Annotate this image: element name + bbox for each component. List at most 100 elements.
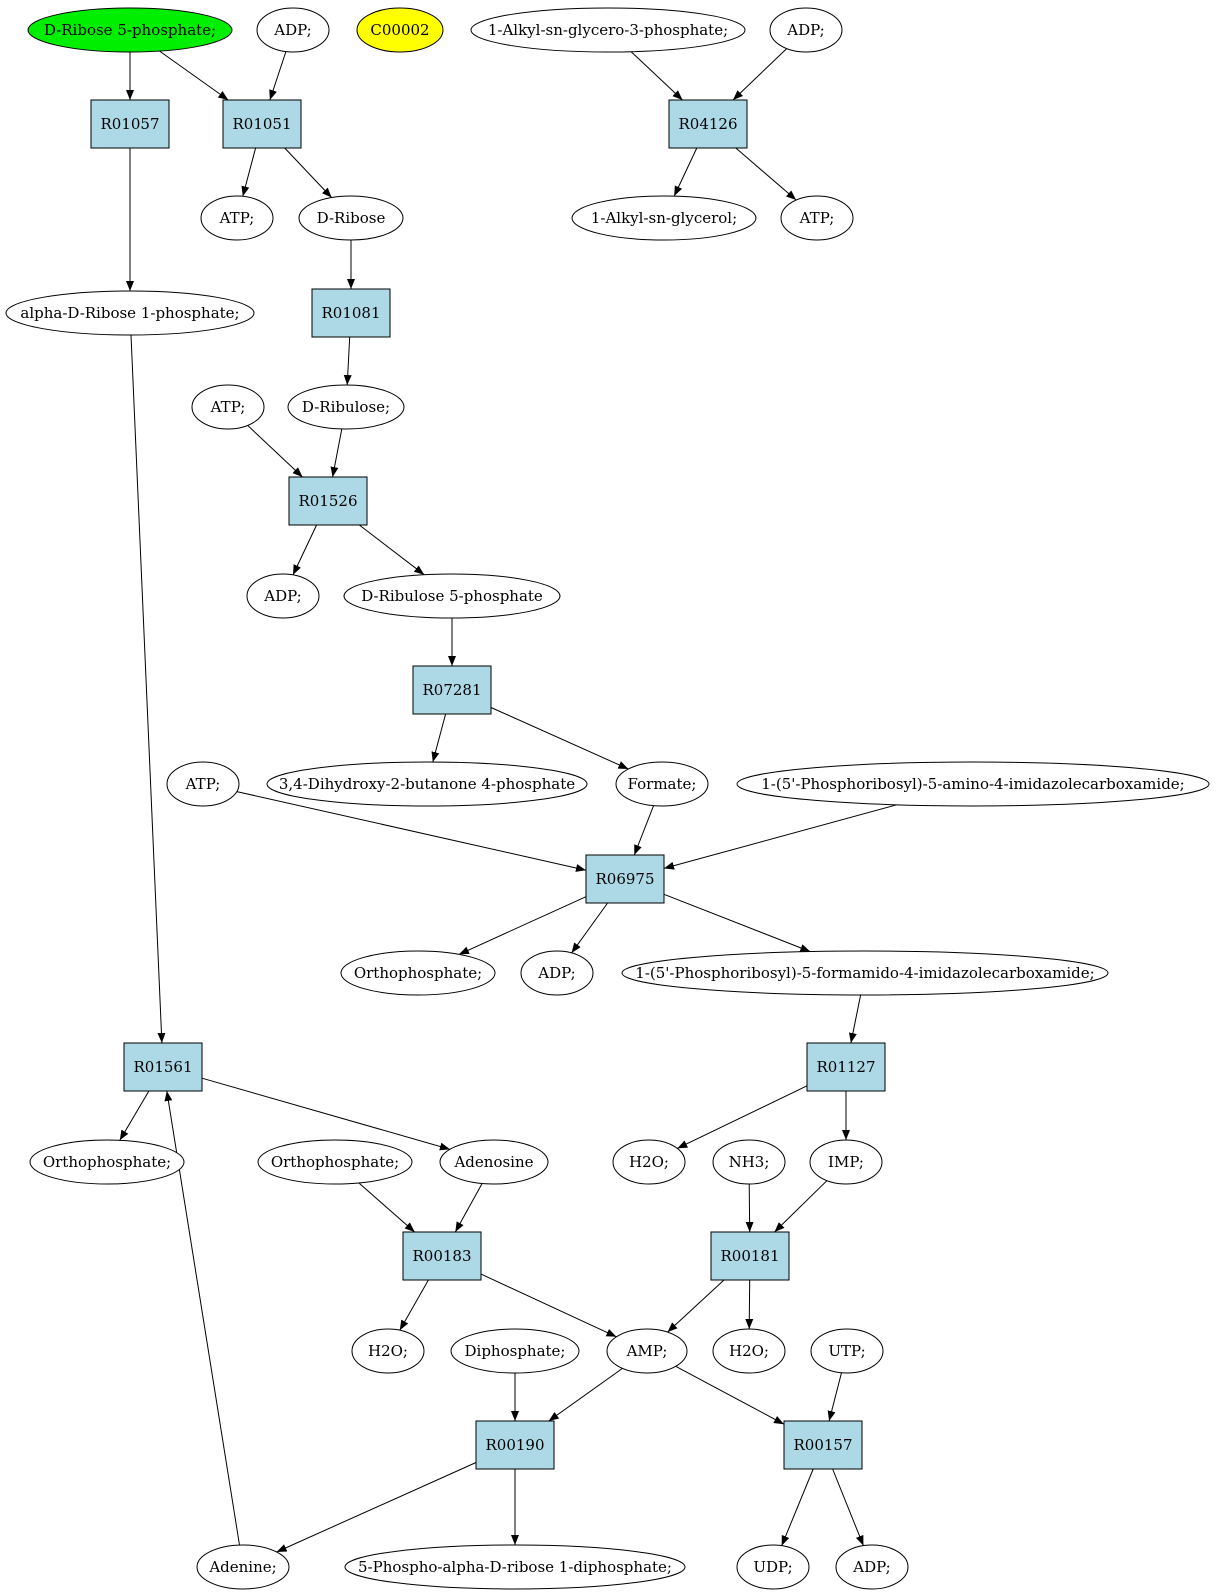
node-label: D-Ribose 5-phosphate; bbox=[44, 21, 216, 39]
edge-r_R00181-to-c_amp bbox=[667, 1279, 725, 1333]
edge-c_ortho3-to-r_R00183 bbox=[358, 1182, 416, 1233]
reaction-box bbox=[311, 288, 391, 338]
compound-node-c_h2o2[interactable]: H2O; bbox=[351, 1328, 425, 1374]
reaction-node-r_R00190[interactable]: R00190 bbox=[475, 1420, 555, 1470]
compound-node-c_atp4[interactable]: ATP; bbox=[166, 761, 240, 807]
edge-r_R07281-to-c_dhbp bbox=[431, 713, 447, 763]
compound-ellipse bbox=[351, 1328, 425, 1374]
compound-node-c_ortho1[interactable]: Orthophosphate; bbox=[340, 950, 496, 996]
reaction-node-r_R01081[interactable]: R01081 bbox=[311, 288, 391, 338]
node-label: R01127 bbox=[816, 1058, 875, 1076]
compound-ellipse bbox=[356, 7, 444, 53]
compound-node-c_utp[interactable]: UTP; bbox=[810, 1328, 884, 1374]
compound-node-c_adp5[interactable]: ADP; bbox=[835, 1544, 909, 1590]
node-label: ADP; bbox=[786, 21, 824, 39]
compound-node-c_atp2[interactable]: ATP; bbox=[780, 195, 854, 241]
node-label: ADP; bbox=[273, 21, 311, 39]
edge-c_nh3-to-r_R00181 bbox=[745, 1183, 754, 1233]
compound-node-c_adp1[interactable]: ADP; bbox=[256, 7, 330, 53]
compound-node-c_h2o1[interactable]: H2O; bbox=[612, 1139, 686, 1185]
reaction-node-r_R01051[interactable]: R01051 bbox=[222, 99, 302, 149]
edge-r_R00157-to-c_adp5 bbox=[832, 1468, 864, 1546]
node-label: R04126 bbox=[678, 115, 737, 133]
compound-node-c_udp[interactable]: UDP; bbox=[736, 1544, 810, 1590]
node-label: D-Ribulose; bbox=[302, 398, 390, 416]
compound-node-c_dribulose[interactable]: D-Ribulose; bbox=[287, 384, 405, 430]
compound-node-c_dr5p[interactable]: D-Ribose 5-phosphate; bbox=[27, 7, 233, 53]
reaction-box bbox=[585, 854, 665, 904]
compound-node-c_ortho3[interactable]: Orthophosphate; bbox=[257, 1139, 413, 1185]
edge-r_R07281-to-c_formate bbox=[490, 707, 629, 770]
reaction-node-r_R06975[interactable]: R06975 bbox=[585, 854, 665, 904]
compound-node-c_adp2[interactable]: ADP; bbox=[769, 7, 843, 53]
compound-ellipse bbox=[606, 1328, 688, 1374]
compound-node-c_c00002[interactable]: C00002 bbox=[356, 7, 444, 53]
edge-r_R06975-to-c_adp4 bbox=[571, 902, 609, 954]
compound-ellipse bbox=[571, 195, 757, 241]
edge-r_R00190-to-c_adenine bbox=[276, 1462, 477, 1553]
node-label: 1-Alkyl-sn-glycero-3-phosphate; bbox=[488, 21, 728, 39]
reaction-node-r_R01057[interactable]: R01057 bbox=[90, 99, 170, 149]
node-label: R00190 bbox=[485, 1436, 544, 1454]
compound-ellipse bbox=[809, 1139, 883, 1185]
compound-node-c_dhbp[interactable]: 3,4-Dihydroxy-2-butanone 4-phosphate bbox=[266, 761, 588, 807]
edge-r_R04126-to-c_alkylg bbox=[673, 147, 698, 197]
reaction-node-r_R01127[interactable]: R01127 bbox=[806, 1042, 886, 1092]
edge-c_aica-to-r_R06975 bbox=[663, 804, 897, 870]
edges-layer bbox=[119, 48, 897, 1553]
reaction-node-r_R00181[interactable]: R00181 bbox=[710, 1231, 790, 1281]
node-label: 1-(5'-Phosphoribosyl)-5-amino-4-imidazol… bbox=[761, 775, 1185, 793]
node-label: ADP; bbox=[852, 1558, 890, 1576]
compound-node-c_aica[interactable]: 1-(5'-Phosphoribosyl)-5-amino-4-imidazol… bbox=[736, 761, 1210, 807]
node-label: C00002 bbox=[370, 21, 429, 39]
compound-node-c_amp[interactable]: AMP; bbox=[606, 1328, 688, 1374]
edge-r_R01526-to-c_dru5p bbox=[358, 524, 425, 576]
compound-ellipse bbox=[712, 1139, 786, 1185]
compound-node-c_h2o3[interactable]: H2O; bbox=[712, 1328, 786, 1374]
edge-c_imp-to-r_R00181 bbox=[774, 1180, 828, 1233]
compound-node-c_dru5p[interactable]: D-Ribulose 5-phosphate bbox=[343, 573, 561, 619]
compound-ellipse bbox=[835, 1544, 909, 1590]
compound-node-c_adp3[interactable]: ADP; bbox=[246, 573, 320, 619]
reaction-node-r_R07281[interactable]: R07281 bbox=[412, 665, 492, 715]
node-label: Orthophosphate; bbox=[354, 964, 482, 982]
compound-node-c_formate[interactable]: Formate; bbox=[615, 761, 709, 807]
compound-node-c_atp3[interactable]: ATP; bbox=[191, 384, 265, 430]
reaction-node-r_R01526[interactable]: R01526 bbox=[288, 476, 368, 526]
edge-r_R00157-to-c_udp bbox=[781, 1468, 814, 1546]
node-label: R01526 bbox=[298, 492, 357, 510]
compound-ellipse bbox=[5, 290, 255, 336]
node-label: Diphosphate; bbox=[465, 1342, 566, 1360]
node-label: IMP; bbox=[828, 1153, 864, 1171]
node-label: D-Ribose bbox=[317, 209, 386, 227]
compound-ellipse bbox=[615, 761, 709, 807]
compound-node-c_imp[interactable]: IMP; bbox=[809, 1139, 883, 1185]
edge-r_R01051-to-c_atp1 bbox=[241, 147, 257, 197]
compound-node-c_ortho2[interactable]: Orthophosphate; bbox=[29, 1139, 185, 1185]
reaction-node-r_R04126[interactable]: R04126 bbox=[668, 99, 748, 149]
reaction-node-r_R00183[interactable]: R00183 bbox=[402, 1231, 482, 1281]
compound-node-c_prpp[interactable]: 5-Phospho-alpha-D-ribose 1-diphosphate; bbox=[344, 1544, 686, 1590]
compound-node-c_adp4[interactable]: ADP; bbox=[520, 950, 594, 996]
compound-node-c_adr1p[interactable]: alpha-D-Ribose 1-phosphate; bbox=[5, 290, 255, 336]
compound-node-c_faica[interactable]: 1-(5'-Phosphoribosyl)-5-formamido-4-imid… bbox=[621, 950, 1109, 996]
compound-node-c_alkylg3p[interactable]: 1-Alkyl-sn-glycero-3-phosphate; bbox=[470, 7, 746, 53]
compound-node-c_adenine[interactable]: Adenine; bbox=[196, 1544, 290, 1590]
edge-r_R01561-to-c_ortho2 bbox=[119, 1090, 150, 1141]
reaction-node-r_R00157[interactable]: R00157 bbox=[783, 1420, 863, 1470]
edge-c_faica-to-r_R01127 bbox=[848, 994, 862, 1044]
compound-node-c_diphos[interactable]: Diphosphate; bbox=[450, 1328, 580, 1374]
compound-node-c_atp1[interactable]: ATP; bbox=[200, 195, 274, 241]
edge-c_alkylg3p-to-r_R04126 bbox=[630, 51, 683, 101]
node-label: ATP; bbox=[219, 209, 255, 227]
compound-ellipse bbox=[246, 573, 320, 619]
compound-node-c_adenosine[interactable]: Adenosine bbox=[439, 1139, 549, 1185]
compound-node-c_nh3[interactable]: NH3; bbox=[712, 1139, 786, 1185]
node-label: 1-Alkyl-sn-glycerol; bbox=[591, 209, 737, 227]
compound-node-c_alkylg[interactable]: 1-Alkyl-sn-glycerol; bbox=[571, 195, 757, 241]
node-label: ADP; bbox=[263, 587, 301, 605]
compound-node-c_dribose[interactable]: D-Ribose bbox=[298, 195, 404, 241]
node-label: D-Ribulose 5-phosphate bbox=[361, 587, 543, 605]
reaction-node-r_R01561[interactable]: R01561 bbox=[123, 1042, 203, 1092]
